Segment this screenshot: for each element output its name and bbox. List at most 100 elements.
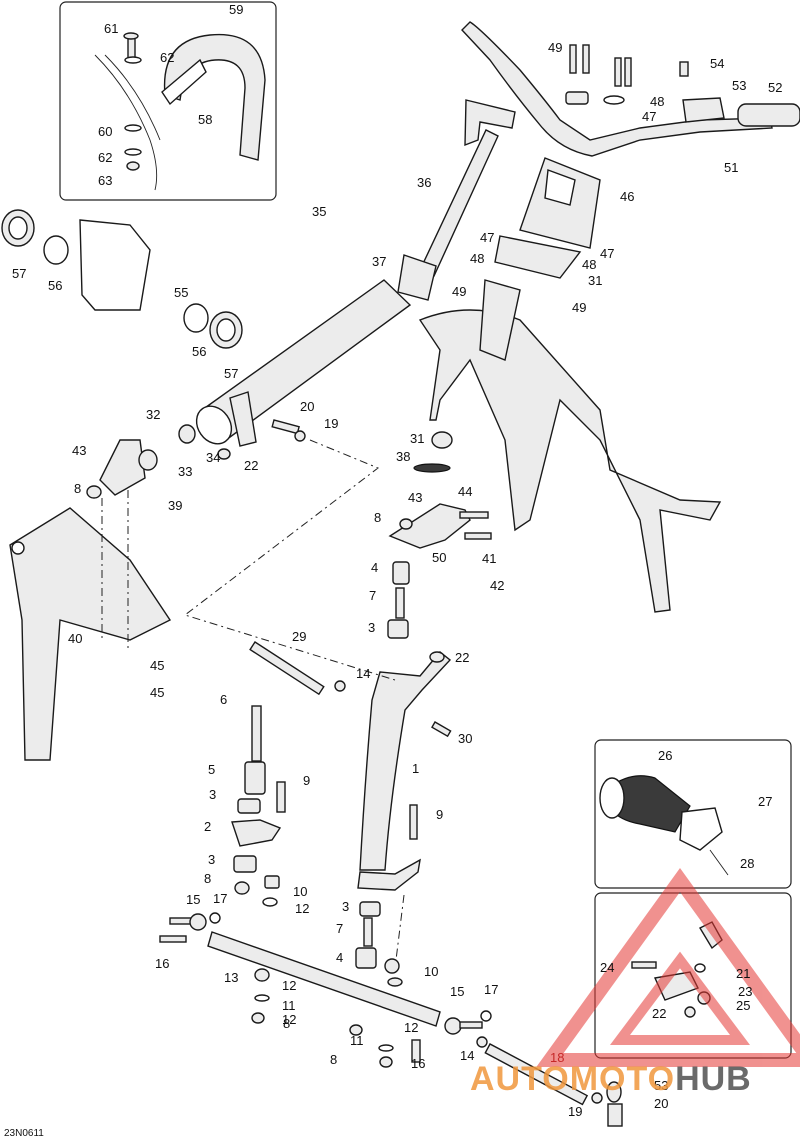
pivot-stack-left: [231, 705, 286, 907]
callout-53: 53: [732, 78, 746, 93]
callout-35: 35: [312, 204, 326, 219]
callout-62: 62: [98, 150, 112, 165]
callout-44: 44: [458, 484, 472, 499]
steering-column-upper: [397, 99, 516, 301]
callout-12: 12: [295, 901, 309, 916]
callout-18: 18: [550, 1050, 564, 1065]
callout-8: 8: [283, 1016, 290, 1031]
callout-3: 3: [209, 787, 216, 802]
callout-9: 9: [436, 807, 443, 822]
callout-3: 3: [208, 852, 215, 867]
callout-63: 63: [98, 173, 112, 188]
callout-5: 5: [208, 762, 215, 777]
callout-6: 6: [220, 692, 227, 707]
callout-15: 15: [450, 984, 464, 999]
callout-29: 29: [292, 629, 306, 644]
callout-26: 26: [658, 748, 672, 763]
callout-2: 2: [204, 819, 211, 834]
callout-37: 37: [372, 254, 386, 269]
guide-line-4: [395, 894, 405, 961]
callout-14: 14: [356, 666, 370, 681]
console-support: [494, 157, 601, 279]
callout-9: 9: [303, 773, 310, 788]
callout-22: 22: [455, 650, 469, 665]
callout-10: 10: [424, 964, 438, 979]
callout-45: 45: [150, 685, 164, 700]
pivot-bracket: [86, 419, 306, 499]
callout-47: 47: [480, 230, 494, 245]
callout-46: 46: [620, 189, 634, 204]
callout-30: 30: [458, 731, 472, 746]
callout-17: 17: [213, 891, 227, 906]
callout-59: 59: [229, 2, 243, 17]
callout-21: 21: [736, 966, 750, 981]
callout-11: 11: [350, 1033, 364, 1048]
callout-19: 19: [568, 1104, 582, 1119]
callout-55: 55: [174, 285, 188, 300]
callout-14: 14: [460, 1048, 474, 1063]
callout-58: 58: [198, 112, 212, 127]
callout-42: 42: [490, 578, 504, 593]
callout-27: 27: [758, 794, 772, 809]
callout-8: 8: [204, 871, 211, 886]
steering-column-tube: [195, 279, 412, 447]
callout-38: 38: [396, 449, 410, 464]
rod-29: [249, 641, 346, 696]
callout-16: 16: [155, 956, 169, 971]
guide-line-1: [183, 439, 396, 681]
callout-47: 47: [600, 246, 614, 261]
watermark-part1: AUTOMOTO: [470, 1060, 676, 1098]
drawing-code: 23N0611: [4, 1128, 44, 1139]
callout-56: 56: [48, 278, 62, 293]
callout-51: 51: [724, 160, 738, 175]
callout-4: 4: [371, 560, 378, 575]
callout-1: 1: [412, 761, 419, 776]
callout-8: 8: [374, 510, 381, 525]
callout-12: 12: [404, 1020, 418, 1035]
callout-50: 50: [432, 550, 446, 565]
tie-rod-end-left: [159, 912, 221, 943]
callout-60: 60: [98, 124, 112, 139]
callout-8: 8: [330, 1052, 337, 1067]
callout-49: 49: [548, 40, 562, 55]
callout-56: 56: [192, 344, 206, 359]
callout-3: 3: [342, 899, 349, 914]
handlebar: [461, 21, 800, 157]
tie-rod-right: [444, 1010, 623, 1127]
callout-15: 15: [186, 892, 200, 907]
callout-8: 8: [74, 481, 81, 496]
callout-20: 20: [654, 1096, 668, 1111]
callout-17: 17: [484, 982, 498, 997]
callout-61: 61: [104, 21, 118, 36]
callout-54: 54: [710, 56, 724, 71]
callout-33: 33: [178, 464, 192, 479]
callout-53: 53: [654, 1078, 668, 1093]
callout-24: 24: [600, 960, 614, 975]
callout-16: 16: [411, 1056, 425, 1071]
steering-column-lower: [355, 561, 452, 969]
callout-57: 57: [12, 266, 26, 281]
bushing-set-left: [1, 209, 243, 349]
frame-upper: [418, 279, 722, 613]
callout-49: 49: [572, 300, 586, 315]
callout-11: 11: [282, 998, 296, 1013]
callout-40: 40: [68, 631, 82, 646]
callout-25: 25: [736, 998, 750, 1013]
callout-39: 39: [168, 498, 182, 513]
center-link: [207, 931, 441, 1068]
callout-41: 41: [482, 551, 496, 566]
callout-13: 13: [224, 970, 238, 985]
callout-23: 23: [738, 984, 752, 999]
watermark-text: AUTOMOTOHUB: [470, 1060, 752, 1099]
callout-48: 48: [470, 251, 484, 266]
callout-7: 7: [369, 588, 376, 603]
frame-lower-left: [9, 507, 172, 761]
boot-assembly: [599, 775, 729, 876]
watermark-part2: HUB: [675, 1060, 752, 1098]
callout-43: 43: [72, 443, 86, 458]
callout-22: 22: [244, 458, 258, 473]
callout-43: 43: [408, 490, 422, 505]
callout-49: 49: [452, 284, 466, 299]
